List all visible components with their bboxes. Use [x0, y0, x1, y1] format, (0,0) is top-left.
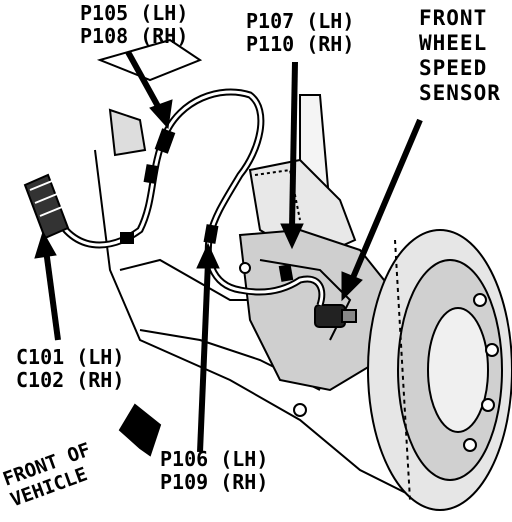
sensor-harness	[51, 88, 326, 307]
arrow-p105-head	[149, 99, 173, 130]
label-p107-line2: P110 (RH)	[246, 32, 355, 56]
arrow-c101-head	[34, 230, 57, 259]
wheel-studs	[463, 293, 499, 452]
label-c101-line1: C101 (LH)	[16, 345, 125, 369]
label-sensor-line1: FRONT	[419, 6, 488, 30]
label-c101-line2: C102 (RH)	[16, 368, 125, 392]
arrow-p107	[289, 61, 298, 229]
label-p106-line1: P106 (LH)	[160, 447, 269, 471]
connector-c101	[23, 173, 70, 240]
wheel-speed-sensor	[314, 304, 357, 328]
label-p105-line1: P105 (LH)	[80, 1, 189, 25]
label-sensor-line3: SPEED	[419, 56, 488, 80]
brake-rotor	[367, 229, 512, 511]
arrow-p107-head	[280, 223, 304, 250]
label-p106-p109: P106 (LH) P109 (RH)	[160, 448, 268, 494]
label-c101-c102: C101 (LH) C102 (RH)	[16, 346, 124, 392]
label-sensor-line2: WHEEL	[419, 31, 488, 55]
label-p106-line2: P109 (RH)	[160, 470, 269, 494]
label-p105-line2: P108 (RH)	[80, 24, 189, 48]
front-direction-arrow	[118, 403, 162, 457]
label-front-wheel-speed-sensor: FRONT WHEEL SPEED SENSOR	[419, 6, 501, 106]
label-p107-line1: P107 (LH)	[246, 9, 355, 33]
label-p107-p110: P107 (LH) P110 (RH)	[246, 10, 354, 56]
label-p105-p108: P105 (LH) P108 (RH)	[80, 2, 188, 48]
leader-arrows	[34, 50, 423, 453]
arrow-c101	[43, 249, 61, 341]
harness-clips	[120, 128, 294, 282]
arrow-p106	[197, 261, 211, 453]
arrow-p106-head	[196, 242, 220, 269]
label-sensor-line4: SENSOR	[419, 81, 501, 105]
arrow-sensor-head	[341, 271, 363, 302]
arrow-sensor	[349, 118, 423, 282]
arrow-p105	[125, 50, 163, 112]
vehicle-body	[94, 38, 421, 501]
